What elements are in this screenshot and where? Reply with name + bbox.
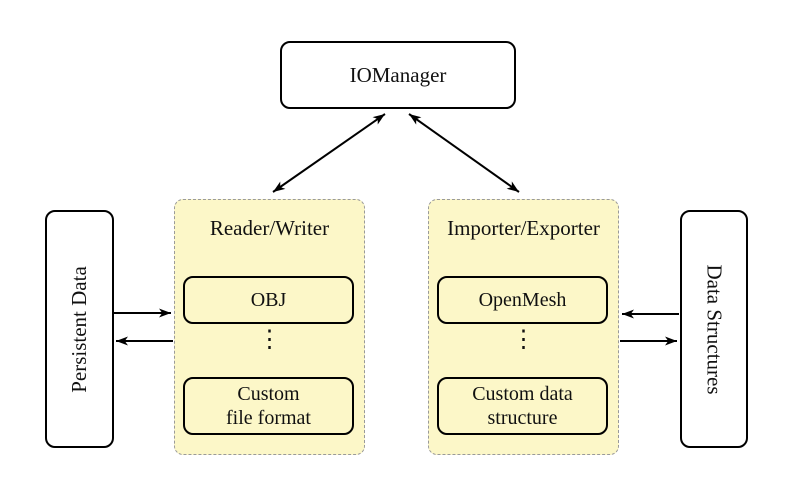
custom-data-structure-node: Custom data structure [437,377,608,435]
arrow-iomanager-readerwriter [272,113,386,193]
iomanager-node: IOManager [280,41,516,109]
iomanager-label: IOManager [349,62,447,87]
openmesh-node: OpenMesh [437,276,608,324]
data-structures-label: Data Structures [702,263,727,395]
reader-writer-title: Reader/Writer [209,216,330,240]
custom-file-format-node: Custom file format [183,377,354,435]
vertical-ellipsis: ⋮ [257,327,282,353]
custom-file-format-line2: file format [226,407,311,429]
obj-node: OBJ [183,276,354,324]
persistent-data-node: Persistent Data [45,210,114,448]
obj-label: OBJ [250,288,287,311]
reader-writer-panel: Reader/Writer OBJ ⋮ Custom file format [174,199,365,455]
custom-data-structure-line1: Custom data [472,382,573,405]
data-structures-node: Data Structures [680,210,748,448]
vertical-ellipsis: ⋮ [511,327,536,353]
importer-exporter-title: Importer/Exporter [447,216,600,240]
arrow-iomanager-importerexporter [408,113,520,193]
custom-data-structure-line2: structure [487,407,558,429]
importer-exporter-panel: Importer/Exporter OpenMesh ⋮ Custom data… [428,199,619,455]
openmesh-label: OpenMesh [478,288,567,311]
custom-file-format-line1: Custom [237,382,300,405]
persistent-data-label: Persistent Data [67,265,91,393]
